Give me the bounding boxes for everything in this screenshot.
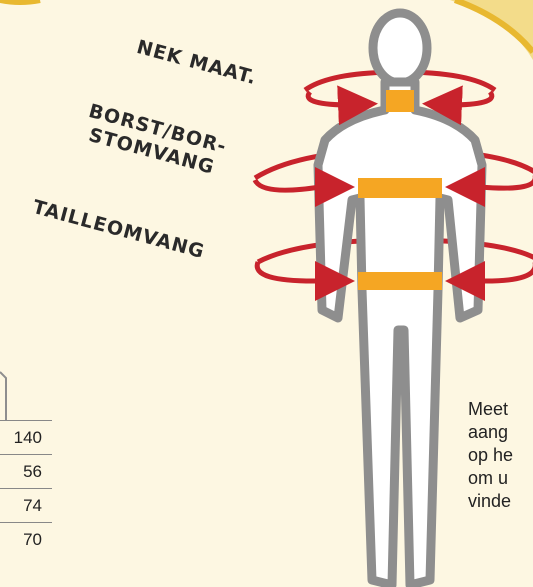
note-line: aang [468, 421, 533, 444]
neck-arrow-right [432, 92, 492, 105]
table-bracket [0, 372, 6, 420]
background-arc [450, 0, 533, 60]
neck-arrow-left [308, 92, 368, 105]
bust-band [358, 178, 442, 198]
waist-band [358, 272, 442, 290]
size-table-cell: 56 [0, 454, 52, 488]
size-table-cell: 140 [0, 420, 52, 454]
measurement-note: Meet aang op he om u vinde [468, 398, 533, 513]
size-table: 140 56 74 70 [0, 420, 52, 556]
note-line: Meet [468, 398, 533, 421]
left-arc-edge [0, 0, 40, 2]
note-line: vinde [468, 490, 533, 513]
neck-band [386, 90, 414, 112]
size-table-cell: 70 [0, 522, 52, 556]
note-line: op he [468, 444, 533, 467]
note-line: om u [468, 467, 533, 490]
size-table-cell: 74 [0, 488, 52, 522]
